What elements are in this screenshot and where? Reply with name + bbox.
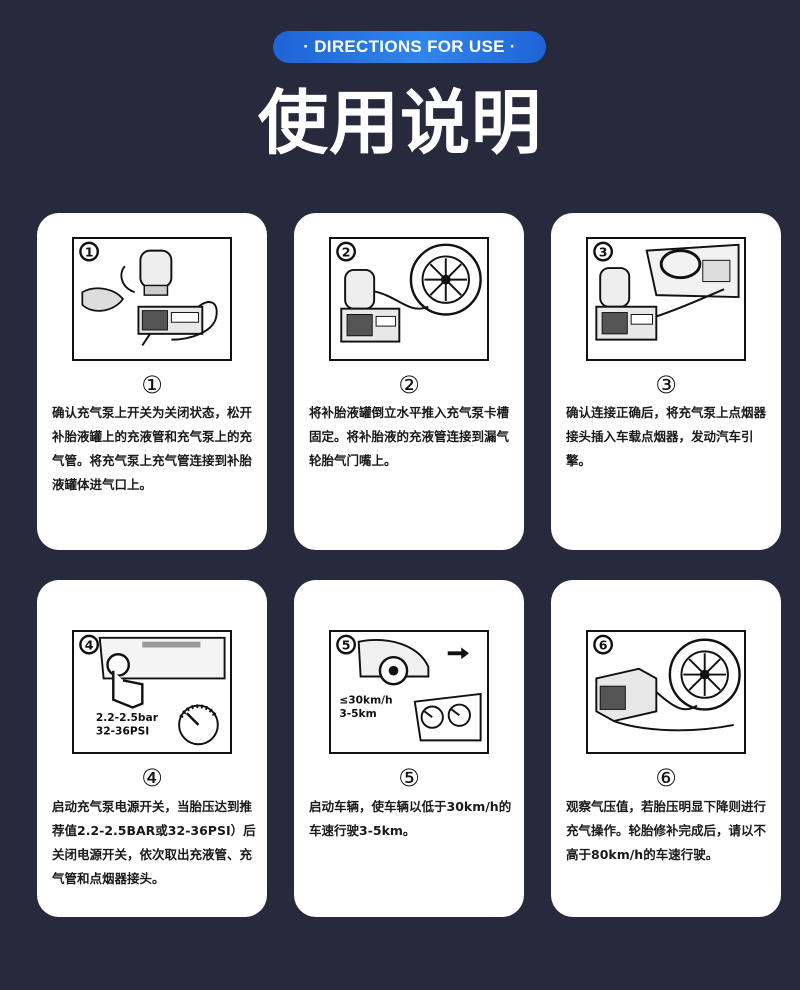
svg-text:2: 2 xyxy=(342,244,351,259)
power-button-gauge-icon: 4 2.2-2.5bar 32-36PSI xyxy=(79,634,226,746)
step-card-1: 1 ① 确认充气泵上开关为关闭状态，松开补胎液罐上的充液管和充气泵上的充气管。将… xyxy=(37,213,267,550)
driving-car-icon: 5 ≤30km/h 3-5km xyxy=(336,634,482,742)
step-2-number: ② xyxy=(398,371,420,399)
svg-text:6: 6 xyxy=(599,637,608,652)
car-dashboard-icon: 3 xyxy=(593,241,740,341)
step-3-number: ③ xyxy=(655,371,677,399)
step-5-illustration: 5 ≤30km/h 3-5km xyxy=(329,630,489,754)
compressor-and-canister-icon: 1 xyxy=(79,241,218,346)
step-card-6: 6 ⑥ 观察气压值，若胎压明显下降则进行充气操作。轮胎修补完成后，请以不高于80… xyxy=(551,580,781,917)
step-1-number: ① xyxy=(141,371,163,399)
directions-badge: · DIRECTIONS FOR USE · xyxy=(273,31,546,63)
svg-text:2.2-2.5bar: 2.2-2.5bar xyxy=(96,711,159,724)
svg-text:4: 4 xyxy=(85,637,94,652)
step-3-description: 确认连接正确后，将充气泵上点烟器接头插入车载点烟器，发动汽车引擎。 xyxy=(566,405,767,468)
step-card-3: 3 ③ 确认连接正确后，将充气泵上点烟器接头插入车载点烟器，发动汽车引擎。 xyxy=(551,213,781,550)
step-1-illustration: 1 xyxy=(72,237,232,361)
step-card-5: 5 ≤30km/h 3-5km ⑤ 启动车辆，使车辆以低于30km/h的车速行驶… xyxy=(294,580,524,917)
step-5-description: 启动车辆，使车辆以低于30km/h的车速行驶3-5km。 xyxy=(309,799,512,838)
svg-text:3-5km: 3-5km xyxy=(339,707,376,720)
step-card-2: 2 ② 将补胎液罐倒立水平推入充气泵卡槽固定。将补胎液的充液管连接到漏气轮胎气门… xyxy=(294,213,524,550)
svg-text:3: 3 xyxy=(599,244,608,259)
page-title: 使用说明 xyxy=(258,82,542,164)
step-6-illustration: 6 xyxy=(586,630,746,754)
step-2-illustration: 2 xyxy=(329,237,489,361)
step-6-description: 观察气压值，若胎压明显下降则进行充气操作。轮胎修补完成后，请以不高于80km/h… xyxy=(566,799,767,862)
svg-text:5: 5 xyxy=(342,637,351,652)
step-5-number: ⑤ xyxy=(398,764,420,792)
compressor-and-tire-icon: 6 xyxy=(593,634,741,732)
step-3-illustration: 3 xyxy=(586,237,746,361)
step-4-illustration: 4 2.2-2.5bar 32-36PSI xyxy=(72,630,232,754)
canister-and-tire-icon: 2 xyxy=(336,241,482,343)
step-2-description: 将补胎液罐倒立水平推入充气泵卡槽固定。将补胎液的充液管连接到漏气轮胎气门嘴上。 xyxy=(309,405,510,468)
step-4-description: 启动充气泵电源开关，当胎压达到推荐值2.2-2.5BAR或32-36PSI）后关… xyxy=(52,799,256,886)
svg-text:≤30km/h: ≤30km/h xyxy=(339,694,392,707)
step-6-number: ⑥ xyxy=(655,764,677,792)
svg-text:32-36PSI: 32-36PSI xyxy=(96,725,149,738)
step-4-number: ④ xyxy=(141,764,163,792)
step-card-4: 4 2.2-2.5bar 32-36PSI ④ 启动充气泵电源开关，当胎压达到推… xyxy=(37,580,267,917)
step-1-description: 确认充气泵上开关为关闭状态，松开补胎液罐上的充液管和充气泵上的充气管。将充气泵上… xyxy=(52,405,253,492)
svg-text:1: 1 xyxy=(85,244,94,259)
